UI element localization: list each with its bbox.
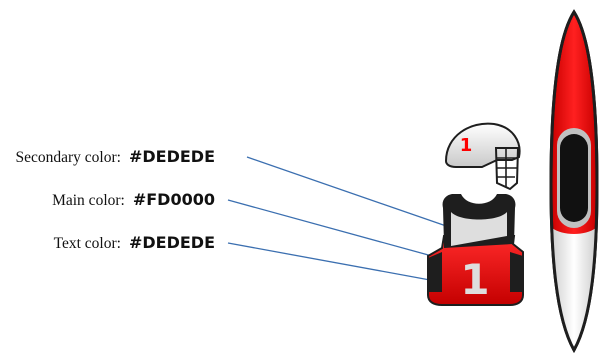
helmet-icon: 1 xyxy=(446,124,520,189)
vest-number: 1 xyxy=(460,255,489,304)
text-connector-line xyxy=(228,243,430,280)
kayak-icon xyxy=(551,12,597,350)
vest-icon: 1 xyxy=(428,194,523,305)
secondary-connector-line xyxy=(247,157,452,228)
helmet-number: 1 xyxy=(460,135,473,156)
main-connector-line xyxy=(228,200,432,256)
